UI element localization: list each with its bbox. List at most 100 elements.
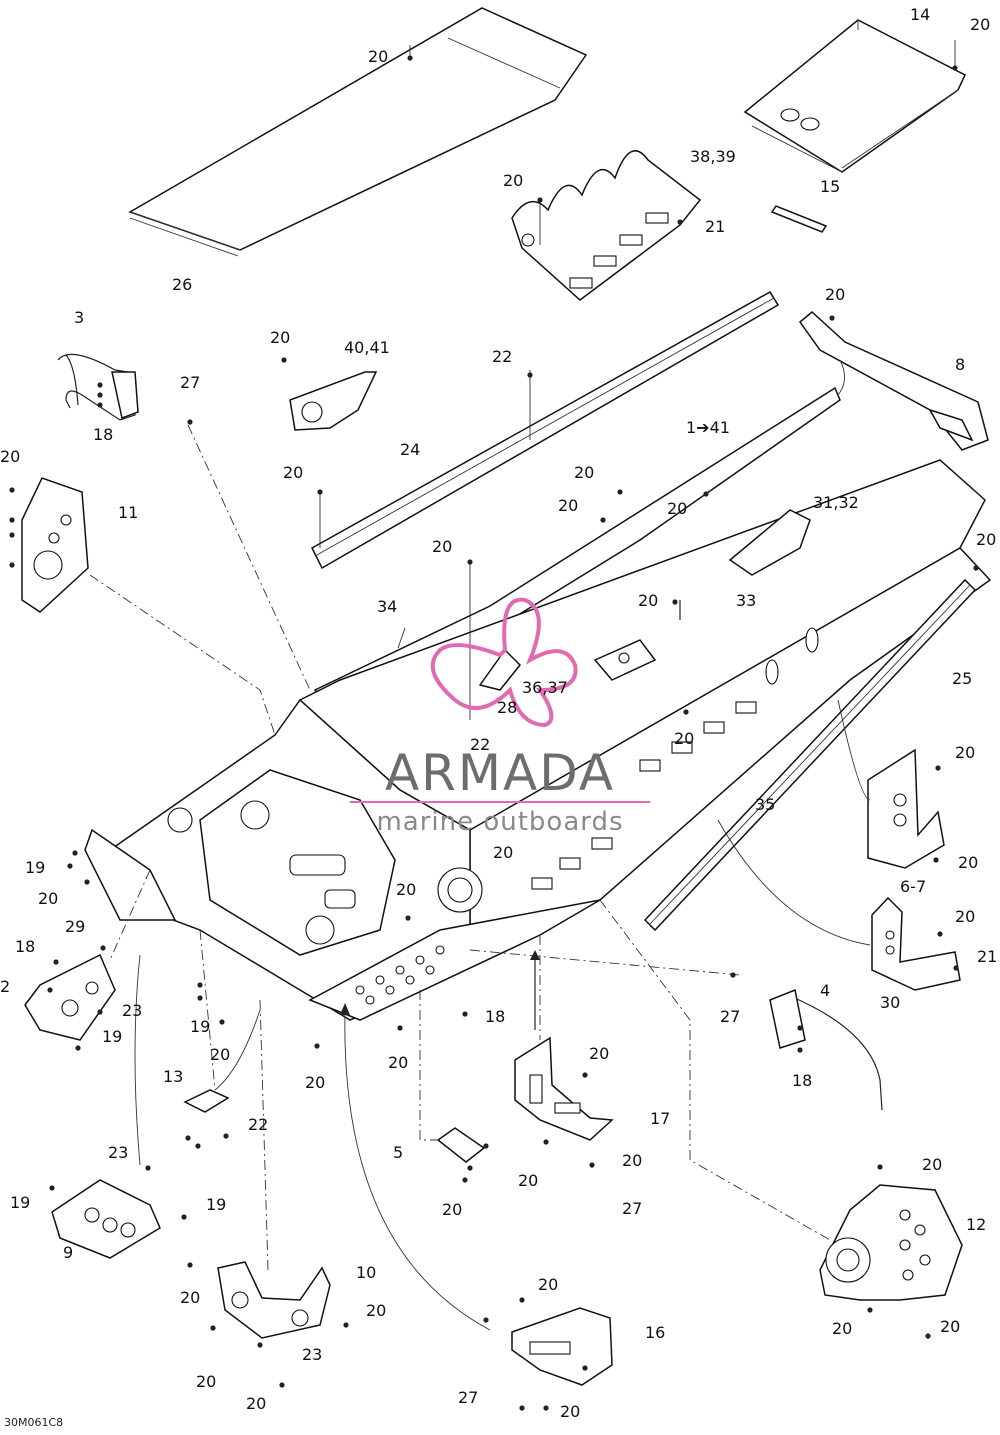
callout-20: 20: [622, 1151, 642, 1170]
bracket-40-41: [289, 371, 378, 431]
callout-labels: 26 20 14 20 15 38,39 20 21 20 8 3 20 40,…: [0, 5, 997, 1421]
drawing-code: 30M061C8: [4, 1416, 63, 1429]
callout-27: 27: [720, 1007, 740, 1026]
fastener-dot: [197, 982, 203, 988]
fastener-dot: [952, 65, 958, 71]
fastener-dot: [407, 55, 413, 61]
callout-20: 20: [270, 328, 290, 347]
fastener-dot: [210, 1325, 216, 1331]
fastener-dot: [877, 1164, 883, 1170]
callout-21: 21: [705, 217, 725, 236]
fastener-dot: [973, 565, 979, 571]
callout-22: 22: [470, 735, 490, 754]
callout-26: 26: [172, 275, 192, 294]
fastener-dot: [937, 931, 943, 937]
callout-23: 23: [122, 1001, 142, 1020]
callout-28: 28: [497, 698, 517, 717]
callout-20: 20: [638, 591, 658, 610]
callout-20: 20: [368, 47, 388, 66]
callout-29: 29: [65, 917, 85, 936]
callout-20: 20: [832, 1319, 852, 1338]
fastener-dot: [197, 995, 203, 1001]
fastener-dot: [537, 197, 543, 203]
fastener-dot: [462, 1011, 468, 1017]
callout-10: 10: [356, 1263, 376, 1282]
fastener-dot: [145, 1165, 151, 1171]
bracket-9: [51, 1179, 161, 1259]
callout-35: 35: [755, 795, 775, 814]
strip-15: [770, 205, 828, 233]
callout-20: 20: [940, 1317, 960, 1336]
callout-20: 20: [180, 1288, 200, 1307]
fastener-dot: [519, 1405, 525, 1411]
fastener-dot: [527, 372, 533, 378]
fastener-dot: [97, 1009, 103, 1015]
fastener-dot: [543, 1405, 549, 1411]
callout-20: 20: [366, 1301, 386, 1320]
callout-6-7: 6-7: [900, 877, 926, 896]
callout-20: 20: [283, 463, 303, 482]
callout-20: 20: [922, 1155, 942, 1174]
fastener-dot: [953, 965, 959, 971]
callout-20: 20: [667, 499, 687, 518]
cover-14: [743, 19, 966, 173]
callout-18: 18: [485, 1007, 505, 1026]
fastener-dot: [397, 1025, 403, 1031]
callout-19: 19: [10, 1193, 30, 1212]
fastener-dot: [9, 532, 15, 538]
tunnel-top-plate-26: [128, 7, 588, 257]
callout-20: 20: [396, 880, 416, 899]
callout-20: 20: [388, 1053, 408, 1072]
fastener-dots: [9, 55, 979, 1411]
callout-20: 20: [558, 496, 578, 515]
fastener-dot: [97, 392, 103, 398]
callout-19: 19: [190, 1017, 210, 1036]
plate-8: [798, 311, 989, 451]
fastener-dot: [223, 1133, 229, 1139]
plate-5: [436, 1127, 486, 1163]
callout-20: 20: [538, 1275, 558, 1294]
fastener-dot: [9, 562, 15, 568]
fastener-dot: [467, 1165, 473, 1171]
callout-38-39: 38,39: [690, 147, 736, 166]
fastener-dot: [9, 487, 15, 493]
callout-22: 22: [492, 347, 512, 366]
plate-13: [183, 1089, 230, 1113]
callout-20: 20: [442, 1200, 462, 1219]
fastener-dot: [683, 709, 689, 715]
fastener-dot: [317, 489, 323, 495]
callout-20: 20: [503, 171, 523, 190]
callout-12: 12: [966, 1215, 986, 1234]
bracket-12: [819, 1184, 963, 1301]
fastener-dot: [405, 915, 411, 921]
fastener-dot: [97, 402, 103, 408]
handle-4: [769, 988, 883, 1111]
bracket-6-7: [867, 748, 945, 869]
bracket-2: [24, 953, 116, 1041]
callout-20: 20: [825, 285, 845, 304]
fastener-dot: [483, 1317, 489, 1323]
callout-17: 17: [650, 1109, 670, 1128]
callout-9: 9: [63, 1243, 73, 1262]
fastener-dot: [100, 945, 106, 951]
callout-1-41: 1➔41: [686, 418, 730, 437]
fastener-dot: [53, 959, 59, 965]
callout-16: 16: [645, 1323, 665, 1342]
fastener-dot: [343, 1322, 349, 1328]
fastener-dot: [867, 1307, 873, 1313]
callout-20: 20: [38, 889, 58, 908]
callout-20: 20: [196, 1372, 216, 1391]
fastener-dot: [730, 972, 736, 978]
fastener-dot: [181, 1214, 187, 1220]
fastener-dot: [49, 1185, 55, 1191]
fastener-dot: [67, 863, 73, 869]
callout-21: 21: [977, 947, 997, 966]
callout-5: 5: [393, 1143, 403, 1162]
fastener-dot: [187, 419, 193, 425]
rail-25: [643, 578, 977, 932]
callout-20: 20: [210, 1045, 230, 1064]
callout-19: 19: [25, 858, 45, 877]
fastener-dot: [589, 1162, 595, 1168]
